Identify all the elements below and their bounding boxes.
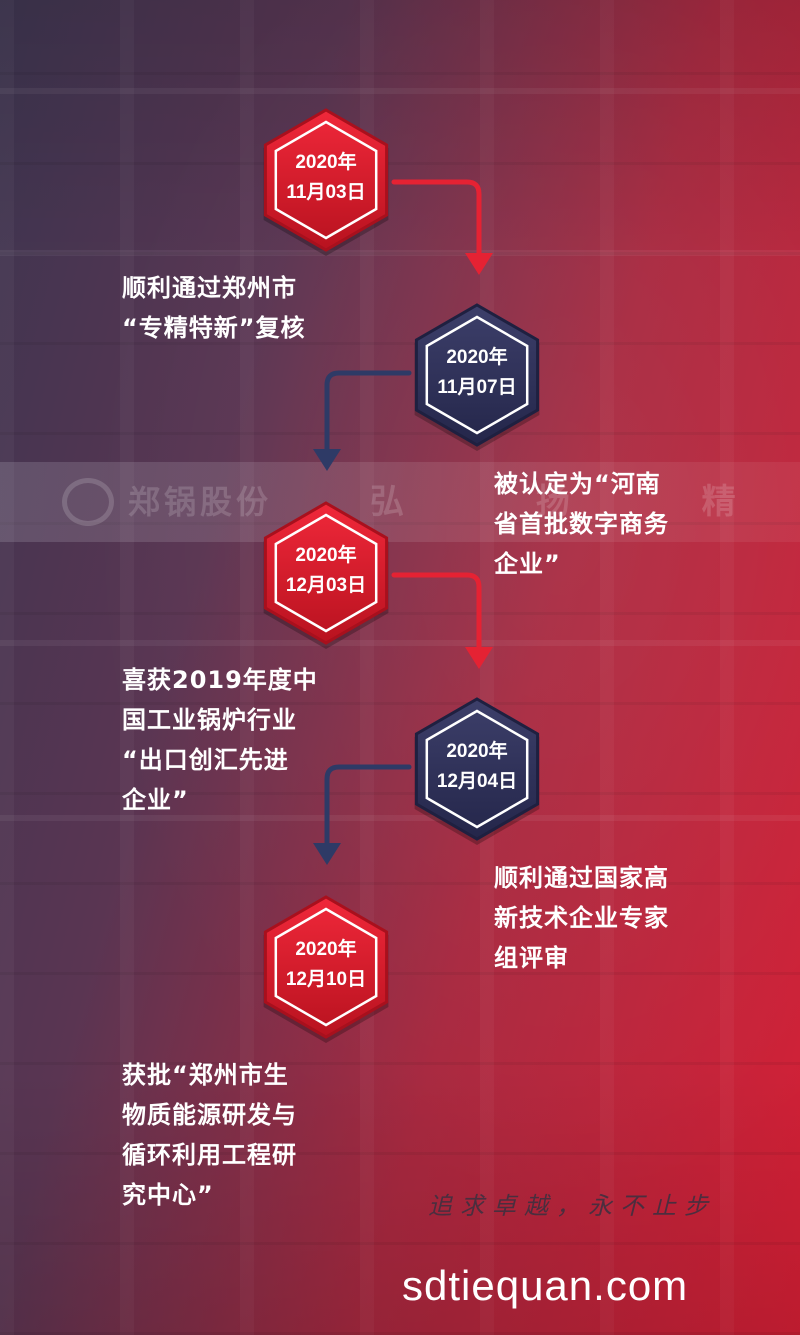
arrow-head-navy xyxy=(313,843,341,865)
background-beam xyxy=(0,250,800,256)
milestone-caption: 喜获2019年度中 国工业锅炉行业 “出口创汇先进 企业” xyxy=(122,666,318,814)
arrow-head-red xyxy=(465,253,493,275)
connector-line-red xyxy=(391,572,482,654)
milestone-year: 2020年 xyxy=(295,152,357,173)
hexagon-badge-navy xyxy=(414,303,540,451)
hexagon-badge-navy xyxy=(414,697,540,845)
site-watermark: sdtiequan.com xyxy=(402,1262,689,1309)
hexagon-outer xyxy=(263,108,389,252)
company-motto: 追求卓越，永不止步 xyxy=(428,1192,716,1220)
background-factory-banner xyxy=(0,462,800,542)
hexagon-inner-ring xyxy=(274,907,378,1027)
milestone-date-badge: 2020年 11月07日 xyxy=(412,343,542,403)
banner-slogan: 弘 扬 精 xyxy=(370,482,796,522)
milestone-caption: 被认定为“河南 省首批数字商务 企业” xyxy=(494,470,669,578)
hexagon-outer xyxy=(263,501,389,645)
background-beam xyxy=(0,640,800,646)
hexagon-inner-ring xyxy=(274,513,378,633)
milestone-caption: 获批“郑州市生 物质能源研发与 循环利用工程研 究中心” xyxy=(122,1061,297,1209)
connector-line-navy xyxy=(324,764,412,850)
milestone-year: 2020年 xyxy=(295,939,357,960)
hexagon-outer xyxy=(263,895,389,1039)
hexagon-outer xyxy=(414,303,540,447)
milestone-year: 2020年 xyxy=(295,545,357,566)
milestone-year: 2020年 xyxy=(446,347,508,368)
milestone-day: 11月03日 xyxy=(286,182,366,203)
hexagon-badge-red xyxy=(263,501,389,649)
milestone-year: 2020年 xyxy=(446,741,508,762)
milestone-day: 12月10日 xyxy=(285,969,367,990)
connector-line-red xyxy=(391,179,482,260)
milestone-day: 12月03日 xyxy=(285,575,367,596)
milestone-caption: 顺利通过郑州市 “专精特新”复核 xyxy=(122,274,306,342)
hexagon-badge-red xyxy=(263,895,389,1043)
connector-line-navy xyxy=(324,370,412,456)
background-beam xyxy=(0,88,800,94)
milestone-date-badge: 2020年 12月03日 xyxy=(261,541,391,601)
hexagon-outer xyxy=(414,697,540,841)
arrow-head-red xyxy=(465,647,493,669)
milestone-day: 11月07日 xyxy=(437,377,517,398)
hexagon-badge-red xyxy=(263,108,389,256)
banner-company-name: 郑锅股份 xyxy=(128,483,273,521)
hexagon-inner-ring xyxy=(425,709,529,829)
company-logo-mark xyxy=(62,478,114,526)
background-beam xyxy=(0,815,800,821)
milestone-caption: 顺利通过国家高 新技术企业专家 组评审 xyxy=(494,864,669,972)
milestone-date-badge: 2020年 12月04日 xyxy=(412,737,542,797)
hexagon-inner-ring xyxy=(274,120,378,240)
milestone-date-badge: 2020年 11月03日 xyxy=(261,148,391,208)
hexagon-inner-ring xyxy=(425,315,529,435)
milestone-date-badge: 2020年 12月10日 xyxy=(261,935,391,995)
milestone-day: 12月04日 xyxy=(436,771,518,792)
arrow-head-navy xyxy=(313,449,341,471)
